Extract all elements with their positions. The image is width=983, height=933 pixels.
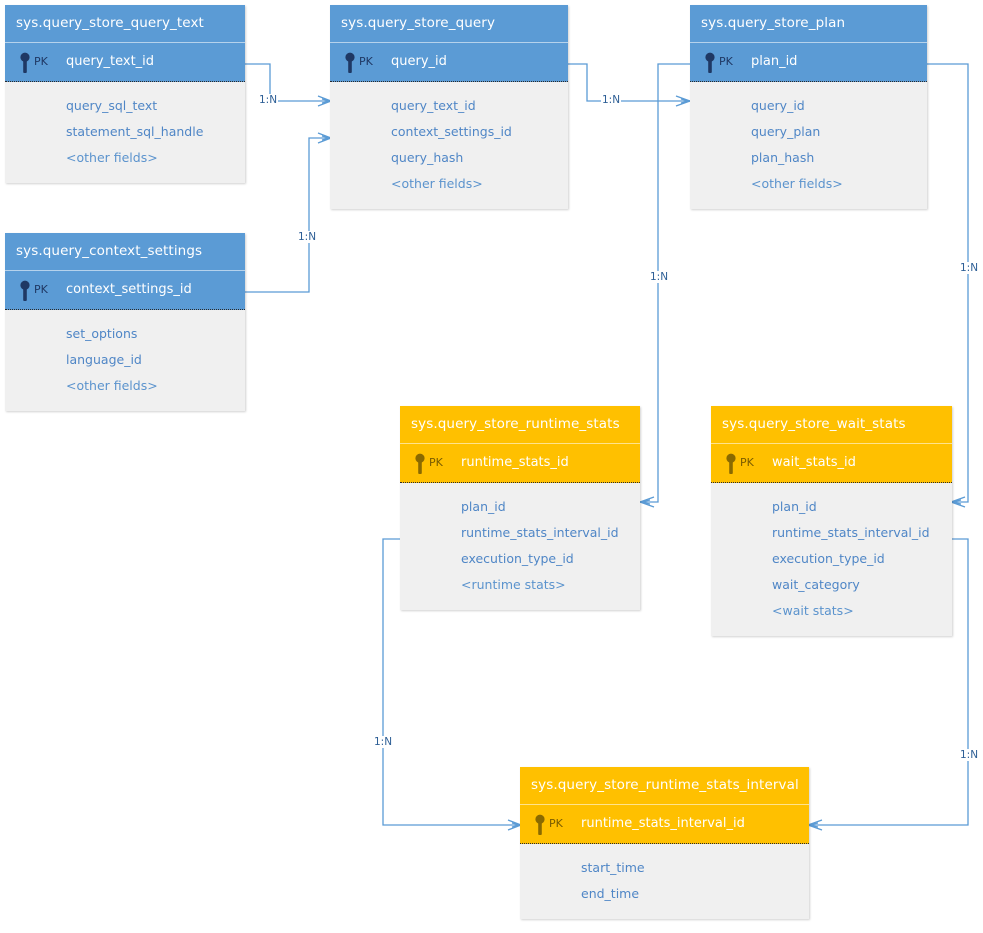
cardinality-label-plan-runtime: 1:N xyxy=(649,271,670,283)
key-icon xyxy=(345,52,355,73)
entity-primary-key-row[interactable]: PK runtime_stats_interval_id xyxy=(520,804,809,844)
cardinality-label-context-query: 1:N xyxy=(297,231,318,243)
entity-query-store-runtime-stats[interactable]: sys.query_store_runtime_stats PK runtime… xyxy=(400,406,640,610)
entity-field-list: plan_id runtime_stats_interval_id execut… xyxy=(711,483,952,636)
entity-primary-key-row[interactable]: PK context_settings_id xyxy=(5,270,245,310)
field-row: runtime_stats_interval_id xyxy=(461,525,619,540)
entity-query-store-query[interactable]: sys.query_store_query PK query_id query_… xyxy=(330,5,568,209)
entity-query-store-plan[interactable]: sys.query_store_plan PK plan_id query_id… xyxy=(690,5,927,209)
pk-badge: PK xyxy=(359,55,373,68)
entity-query-store-runtime-stats-interval[interactable]: sys.query_store_runtime_stats_interval P… xyxy=(520,767,809,919)
entity-query-store-query-text[interactable]: sys.query_store_query_text PK query_text… xyxy=(5,5,245,183)
field-row: query_plan xyxy=(751,124,821,139)
pk-field-name: context_settings_id xyxy=(66,282,192,297)
entity-field-list: query_id query_plan plan_hash <other fie… xyxy=(690,82,927,209)
pk-badge: PK xyxy=(549,817,563,830)
key-icon xyxy=(415,453,425,474)
entity-primary-key-row[interactable]: PK query_text_id xyxy=(5,42,245,82)
field-row: wait_category xyxy=(772,577,860,592)
entity-title: sys.query_context_settings xyxy=(5,233,245,270)
entity-field-list: query_sql_text statement_sql_handle <oth… xyxy=(5,82,245,183)
field-row: <other fields> xyxy=(751,176,843,191)
field-row: runtime_stats_interval_id xyxy=(772,525,930,540)
key-icon xyxy=(726,453,736,474)
pk-field-name: query_id xyxy=(391,54,447,69)
field-row: plan_hash xyxy=(751,150,815,165)
entity-field-list: plan_id runtime_stats_interval_id execut… xyxy=(400,483,640,610)
field-row: end_time xyxy=(581,886,640,901)
cardinality-label-interval-wait: 1:N xyxy=(959,749,980,761)
field-row: context_settings_id xyxy=(391,124,512,139)
field-row: <other fields> xyxy=(66,150,158,165)
entity-primary-key-row[interactable]: PK query_id xyxy=(330,42,568,82)
entity-title: sys.query_store_query_text xyxy=(5,5,245,42)
entity-query-store-wait-stats[interactable]: sys.query_store_wait_stats PK wait_stats… xyxy=(711,406,952,636)
entity-field-list: set_options language_id <other fields> xyxy=(5,310,245,411)
cardinality-label-query-plan: 1:N xyxy=(601,94,622,106)
field-row: start_time xyxy=(581,860,645,875)
pk-badge: PK xyxy=(34,55,48,68)
pk-badge: PK xyxy=(34,283,48,296)
entity-title: sys.query_store_wait_stats xyxy=(711,406,952,443)
pk-field-name: runtime_stats_id xyxy=(461,455,569,470)
entity-primary-key-row[interactable]: PK wait_stats_id xyxy=(711,443,952,483)
cardinality-label-plan-wait: 1:N xyxy=(959,262,980,274)
field-row: query_text_id xyxy=(391,98,476,113)
entity-primary-key-row[interactable]: PK runtime_stats_id xyxy=(400,443,640,483)
key-icon xyxy=(705,52,715,73)
field-row: <wait stats> xyxy=(772,603,854,618)
field-row: execution_type_id xyxy=(772,551,885,566)
field-row: query_hash xyxy=(391,150,464,165)
pk-field-name: runtime_stats_interval_id xyxy=(581,816,745,831)
relationship-query-to-plan xyxy=(568,63,692,107)
entity-title: sys.query_store_runtime_stats xyxy=(400,406,640,443)
pk-field-name: wait_stats_id xyxy=(772,455,856,470)
entity-title: sys.query_store_runtime_stats_interval xyxy=(520,767,809,804)
field-row: query_id xyxy=(751,98,805,113)
key-icon xyxy=(20,52,30,73)
entity-primary-key-row[interactable]: PK plan_id xyxy=(690,42,927,82)
field-row: execution_type_id xyxy=(461,551,574,566)
entity-title: sys.query_store_plan xyxy=(690,5,927,42)
key-icon xyxy=(535,814,545,835)
pk-badge: PK xyxy=(429,456,443,469)
field-row: <other fields> xyxy=(391,176,483,191)
cardinality-label-interval-runtime: 1:N xyxy=(373,736,394,748)
field-row: language_id xyxy=(66,352,142,367)
pk-badge: PK xyxy=(740,456,754,469)
pk-field-name: query_text_id xyxy=(66,54,155,69)
key-icon xyxy=(20,280,30,301)
field-row: query_sql_text xyxy=(66,98,158,113)
field-row: plan_id xyxy=(461,499,506,514)
relationship-context-to-query xyxy=(245,132,333,293)
field-row: statement_sql_handle xyxy=(66,124,204,139)
field-row: plan_id xyxy=(772,499,817,514)
pk-badge: PK xyxy=(719,55,733,68)
entity-title: sys.query_store_query xyxy=(330,5,568,42)
pk-field-name: plan_id xyxy=(751,54,798,69)
field-row: <runtime stats> xyxy=(461,577,566,592)
relationship-plan-to-runtime-stats xyxy=(638,63,690,508)
entity-field-list: start_time end_time xyxy=(520,844,809,919)
entity-query-context-settings[interactable]: sys.query_context_settings PK context_se… xyxy=(5,233,245,411)
cardinality-label-text-query: 1:N xyxy=(258,94,279,106)
field-row: set_options xyxy=(66,326,138,341)
field-row: <other fields> xyxy=(66,378,158,393)
entity-field-list: query_text_id context_settings_id query_… xyxy=(330,82,568,209)
